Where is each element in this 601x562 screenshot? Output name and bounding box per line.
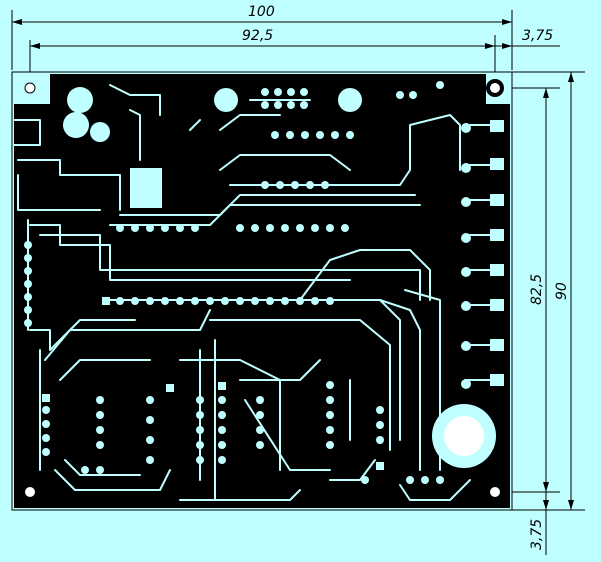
dim-label-hole-spacing-horizontal: 92,5 xyxy=(242,28,273,44)
dim-label-overall-width: 100 xyxy=(248,4,275,20)
mounting-hole-top-left xyxy=(24,82,36,94)
dim-label-overall-height: 90 xyxy=(554,282,570,300)
pcb-board xyxy=(11,71,513,511)
edge-connector-pads xyxy=(461,120,504,389)
copper-traces xyxy=(13,84,496,501)
dimension-annotations: 100 92,5 3,75 82,5 90 3,75 xyxy=(11,4,585,555)
top-large-pads xyxy=(63,87,362,208)
mounting-holes xyxy=(21,79,504,501)
dim-label-hole-spacing-vertical: 82,5 xyxy=(529,274,545,305)
ic-pad-rows xyxy=(24,81,444,484)
dim-label-edge-offset-right: 3,75 xyxy=(522,28,553,44)
dim-label-edge-offset-bottom: 3,75 xyxy=(529,519,545,550)
